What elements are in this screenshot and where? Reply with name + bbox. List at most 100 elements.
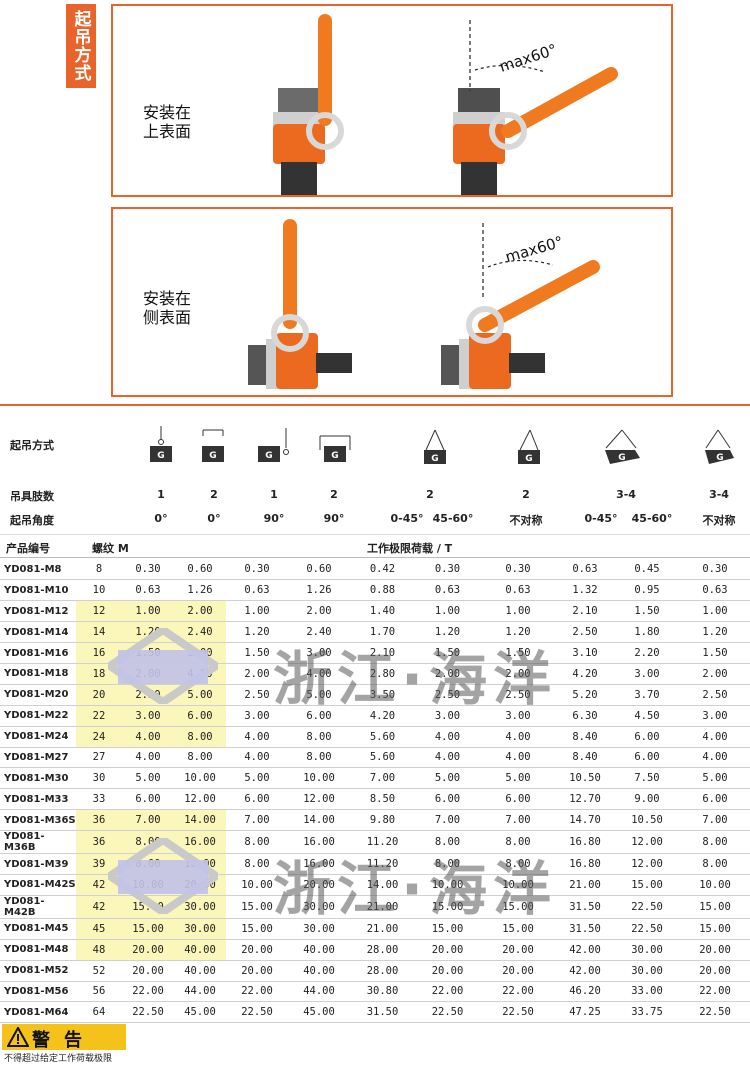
load-cell: 16.80 [556, 830, 614, 855]
load-cell: 11.20 [350, 830, 415, 855]
load-cell: 47.25 [556, 1001, 614, 1024]
load-cell: 28.00 [350, 939, 415, 961]
load-cell: 2.50 [680, 684, 750, 706]
load-cell: 7.00 [680, 809, 750, 832]
load-cell: 44.00 [288, 981, 350, 1003]
product-code-cell: YD081-M45 [0, 918, 76, 940]
load-cell: 8.00 [480, 853, 556, 875]
thread-cell: 10 [76, 579, 122, 602]
load-cell: 8.00 [174, 726, 226, 748]
load-cell: 2.00 [480, 663, 556, 685]
product-code-cell: YD081-M30 [0, 767, 76, 790]
section-divider [0, 404, 750, 406]
svg-text:G: G [618, 453, 625, 463]
thread-cell: 56 [76, 981, 122, 1003]
thread-cell: 52 [76, 960, 122, 982]
load-cell: 1.00 [226, 600, 288, 623]
thread-cell: 8 [76, 559, 122, 581]
angle-label-side: max60° [503, 233, 565, 267]
load-cell: 40.00 [174, 939, 226, 961]
load-cell: 10.00 [174, 767, 226, 790]
load-cell: 20.00 [226, 939, 288, 961]
load-cell: 1.70 [350, 621, 415, 644]
load-cell: 0.95 [614, 579, 680, 602]
thread-cell: 14 [76, 621, 122, 644]
load-cell: 22.50 [614, 895, 680, 919]
load-cell: 15.00 [415, 918, 480, 940]
load-cell: 3.50 [350, 684, 415, 706]
svg-text:G: G [525, 454, 532, 464]
load-cell: 2.00 [226, 663, 288, 685]
load-cell: 4.00 [480, 747, 556, 769]
load-cell: 0.30 [680, 559, 750, 581]
load-cell: 0.63 [226, 579, 288, 602]
load-cell: 5.00 [288, 684, 350, 706]
load-cell: 10.00 [415, 874, 480, 896]
load-cell: 22.00 [226, 981, 288, 1003]
load-cell: 3.00 [614, 663, 680, 685]
load-cell: 4.00 [288, 663, 350, 685]
load-cell: 8.00 [480, 830, 556, 855]
load-cell: 14.70 [556, 809, 614, 832]
load-cell: 2.50 [122, 684, 174, 706]
product-code-cell: YD081-M64 [0, 1001, 76, 1024]
load-cell: 15.00 [415, 895, 480, 919]
thread-cell: 30 [76, 767, 122, 790]
load-cell: 2.00 [174, 600, 226, 623]
load-cell: 1.50 [680, 642, 750, 664]
load-cell: 8.00 [226, 853, 288, 875]
load-cell: 1.20 [415, 621, 480, 644]
load-cell: 4.00 [226, 747, 288, 769]
load-cell: 2.80 [350, 663, 415, 685]
two-leg-asymmetric-icon: G [518, 429, 540, 464]
side-mount-illustration: max60° [248, 219, 600, 389]
load-cell: 1.50 [415, 642, 480, 664]
load-cell: 8.00 [288, 726, 350, 748]
load-cell: 5.00 [415, 767, 480, 790]
product-code-cell: YD081-M12 [0, 600, 76, 623]
load-cell: 8.00 [226, 830, 288, 855]
legs-value: 2 [426, 488, 434, 501]
angle-value: 90° [263, 512, 285, 525]
install-top-label-line1: 安装在 [143, 103, 192, 122]
load-cell: 8.40 [556, 726, 614, 748]
load-cell: 1.26 [174, 579, 226, 602]
load-cell: 2.40 [174, 621, 226, 644]
load-cell: 3.00 [288, 642, 350, 664]
load-cell: 30.00 [288, 918, 350, 940]
load-cell: 5.00 [122, 767, 174, 790]
load-cell: 8.00 [122, 830, 174, 855]
load-cell: 2.40 [288, 621, 350, 644]
product-code-cell: YD081-M10 [0, 579, 76, 602]
angle-value: 0° [154, 512, 168, 525]
load-cell: 11.20 [350, 853, 415, 875]
load-cell: 12.00 [614, 853, 680, 875]
load-cell: 30.00 [614, 960, 680, 982]
product-code-cell: YD081-M20 [0, 684, 76, 706]
load-cell: 10.00 [122, 874, 174, 896]
load-cell: 30.00 [174, 918, 226, 940]
product-code-cell: YD081-M24 [0, 726, 76, 748]
load-cell: 0.63 [415, 579, 480, 602]
load-cell: 12.70 [556, 788, 614, 811]
load-cell: 22.50 [480, 1001, 556, 1024]
load-cell: 31.50 [556, 918, 614, 940]
load-cell: 1.00 [122, 600, 174, 623]
thread-cell: 22 [76, 705, 122, 727]
section-tag: 起吊方式 [66, 4, 96, 88]
load-cell: 6.00 [614, 726, 680, 748]
load-cell: 14.00 [350, 874, 415, 896]
warning-block: 警告 不得超过给定工作荷载极限 [2, 1024, 126, 1064]
load-cell: 15.00 [614, 874, 680, 896]
load-cell: 10.00 [226, 874, 288, 896]
load-cell: 44.00 [174, 981, 226, 1003]
load-cell: 22.00 [415, 981, 480, 1003]
legs-value: 1 [157, 488, 165, 501]
load-cell: 0.63 [122, 579, 174, 602]
